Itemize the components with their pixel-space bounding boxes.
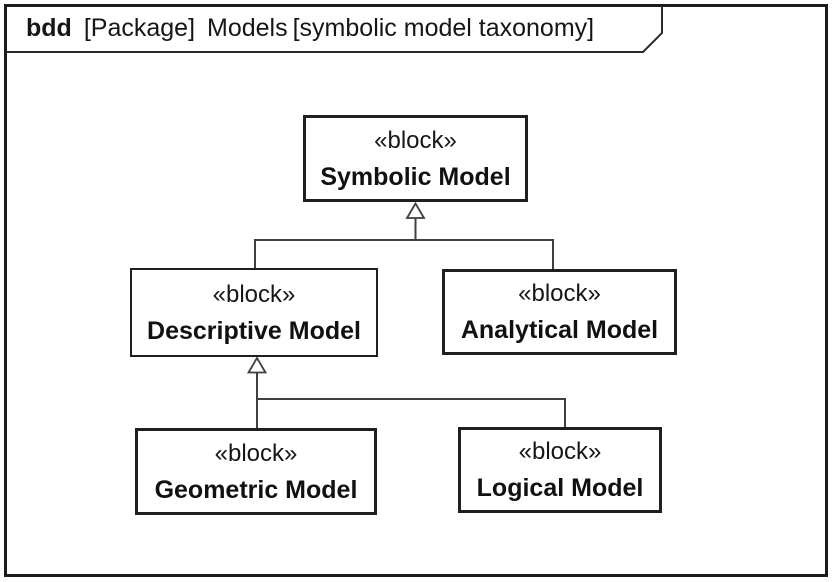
block-name: Logical Model	[476, 474, 644, 502]
block-stereotype: «block»	[518, 438, 602, 465]
block-symbolic-model: «block» Symbolic Model	[303, 115, 528, 202]
block-name: Symbolic Model	[320, 162, 511, 191]
block-stereotype: «block»	[518, 280, 601, 307]
generalization-arrowhead	[246, 356, 268, 374]
diagram-frame-label: bdd [Package] Models[symbolic model taxono…	[26, 15, 594, 42]
diagram-kind-label: bdd	[26, 14, 72, 42]
frame-tab-border	[6, 6, 663, 53]
block-name: Descriptive Model	[147, 316, 361, 345]
block-stereotype: «block»	[374, 126, 457, 154]
frame-tab-shape	[7, 7, 662, 52]
generalization-branch-line	[257, 398, 566, 428]
block-geometric-model: «block» Geometric Model	[135, 428, 377, 515]
generalization-to-descriptive-model	[246, 356, 566, 429]
diagram-model-name-label: Models	[207, 14, 288, 42]
block-name: Analytical Model	[460, 316, 659, 344]
block-stereotype: «block»	[214, 439, 298, 467]
block-descriptive-model: «block» Descriptive Model	[130, 268, 378, 357]
block-stereotype: «block»	[212, 280, 296, 308]
block-logical-model: «block» Logical Model	[458, 427, 662, 513]
frame-name-tab	[6, 6, 663, 53]
generalization-arrowhead	[405, 201, 426, 219]
block-name: Geometric Model	[154, 475, 358, 504]
generalization-to-symbolic-model	[254, 201, 554, 271]
block-analytical-model: «block» Analytical Model	[442, 269, 677, 355]
diagram-model-type-label: [Package]	[83, 14, 196, 42]
generalization-branch-line	[254, 239, 554, 271]
diagram-name-label: [symbolic model taxonomy]	[292, 14, 595, 42]
